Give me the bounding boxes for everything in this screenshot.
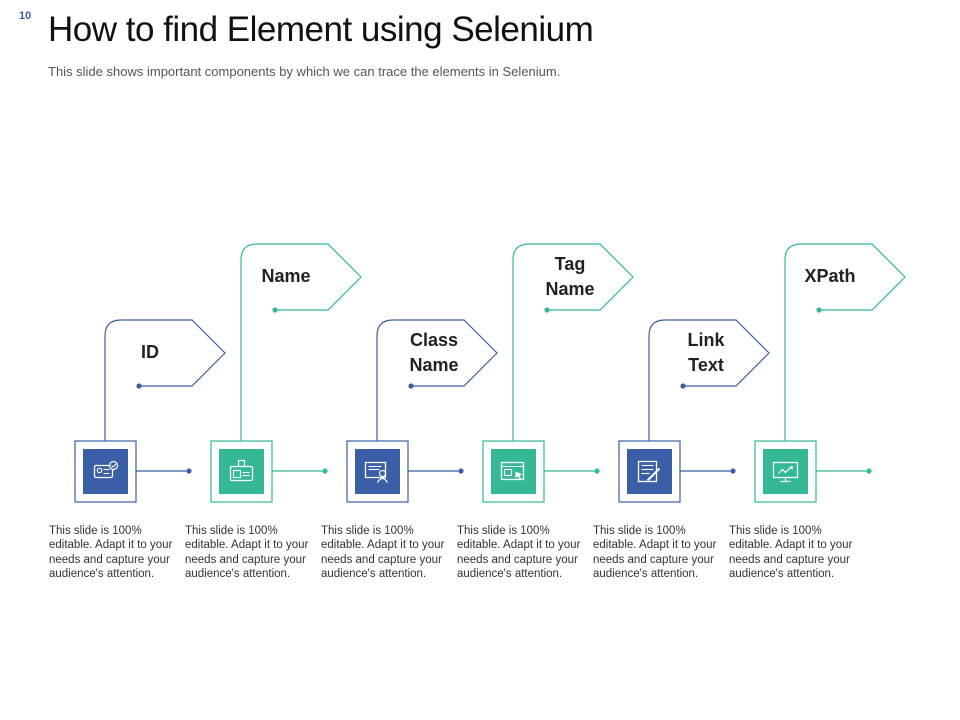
name-badge-icon [229, 459, 254, 482]
step-2 [210, 243, 362, 503]
step-description-4: This slide is 100% editable. Adapt it to… [457, 525, 581, 581]
class-folder-person-icon [364, 461, 389, 483]
step-4 [482, 243, 634, 503]
step-flag-dot-6 [816, 307, 822, 313]
step-icon-fill-1 [83, 449, 128, 494]
step-flag-dot-2 [272, 307, 278, 313]
step-5 [618, 319, 770, 503]
step-description-1: This slide is 100% editable. Adapt it to… [49, 525, 173, 581]
step-label-2: Name [261, 266, 311, 286]
monitor-path-icon [772, 461, 799, 483]
step-label-6: XPath [804, 266, 856, 286]
step-flag-4 [512, 243, 634, 441]
step-connector-dot-3 [458, 468, 464, 474]
step-icon-fill-2 [219, 449, 264, 494]
step-6 [754, 243, 906, 503]
slide-title: How to find Element using Selenium [48, 10, 594, 49]
text-document-pen-icon [637, 460, 661, 483]
step-flag-dot-1 [136, 383, 142, 389]
step-1 [74, 319, 226, 503]
step-description-5: This slide is 100% editable. Adapt it to… [593, 525, 717, 581]
step-label-3: Class Name [409, 330, 459, 375]
step-connector-dot-2 [322, 468, 328, 474]
step-label-5: Link Text [687, 330, 725, 375]
step-connector-dot-1 [186, 468, 192, 474]
id-card-check-icon [93, 460, 119, 479]
step-flag-dot-5 [680, 383, 686, 389]
step-description-6: This slide is 100% editable. Adapt it to… [729, 525, 853, 581]
step-icon-fill-5 [627, 449, 672, 494]
step-icon-fill-4 [491, 449, 536, 494]
step-3 [346, 319, 498, 503]
step-icon-fill-3 [355, 449, 400, 494]
slide-number: 10 [19, 10, 32, 22]
step-connector-dot-5 [730, 468, 736, 474]
step-icon-fill-6 [763, 449, 808, 494]
step-flag-5 [648, 319, 770, 441]
step-connector-dot-4 [594, 468, 600, 474]
step-flag-dot-4 [544, 307, 550, 313]
step-label-4: Tag Name [545, 254, 595, 299]
step-flag-2 [240, 243, 362, 441]
step-flag-6 [784, 243, 906, 441]
step-description-2: This slide is 100% editable. Adapt it to… [185, 525, 309, 581]
step-flag-3 [376, 319, 498, 441]
web-tag-click-icon [500, 461, 525, 481]
slide-subtitle: This slide shows important components by… [48, 64, 561, 79]
step-connector-dot-6 [866, 468, 872, 474]
step-description-3: This slide is 100% editable. Adapt it to… [321, 525, 445, 581]
step-label-1: ID [141, 342, 159, 362]
step-flag-1 [104, 319, 226, 441]
step-flag-dot-3 [408, 383, 414, 389]
